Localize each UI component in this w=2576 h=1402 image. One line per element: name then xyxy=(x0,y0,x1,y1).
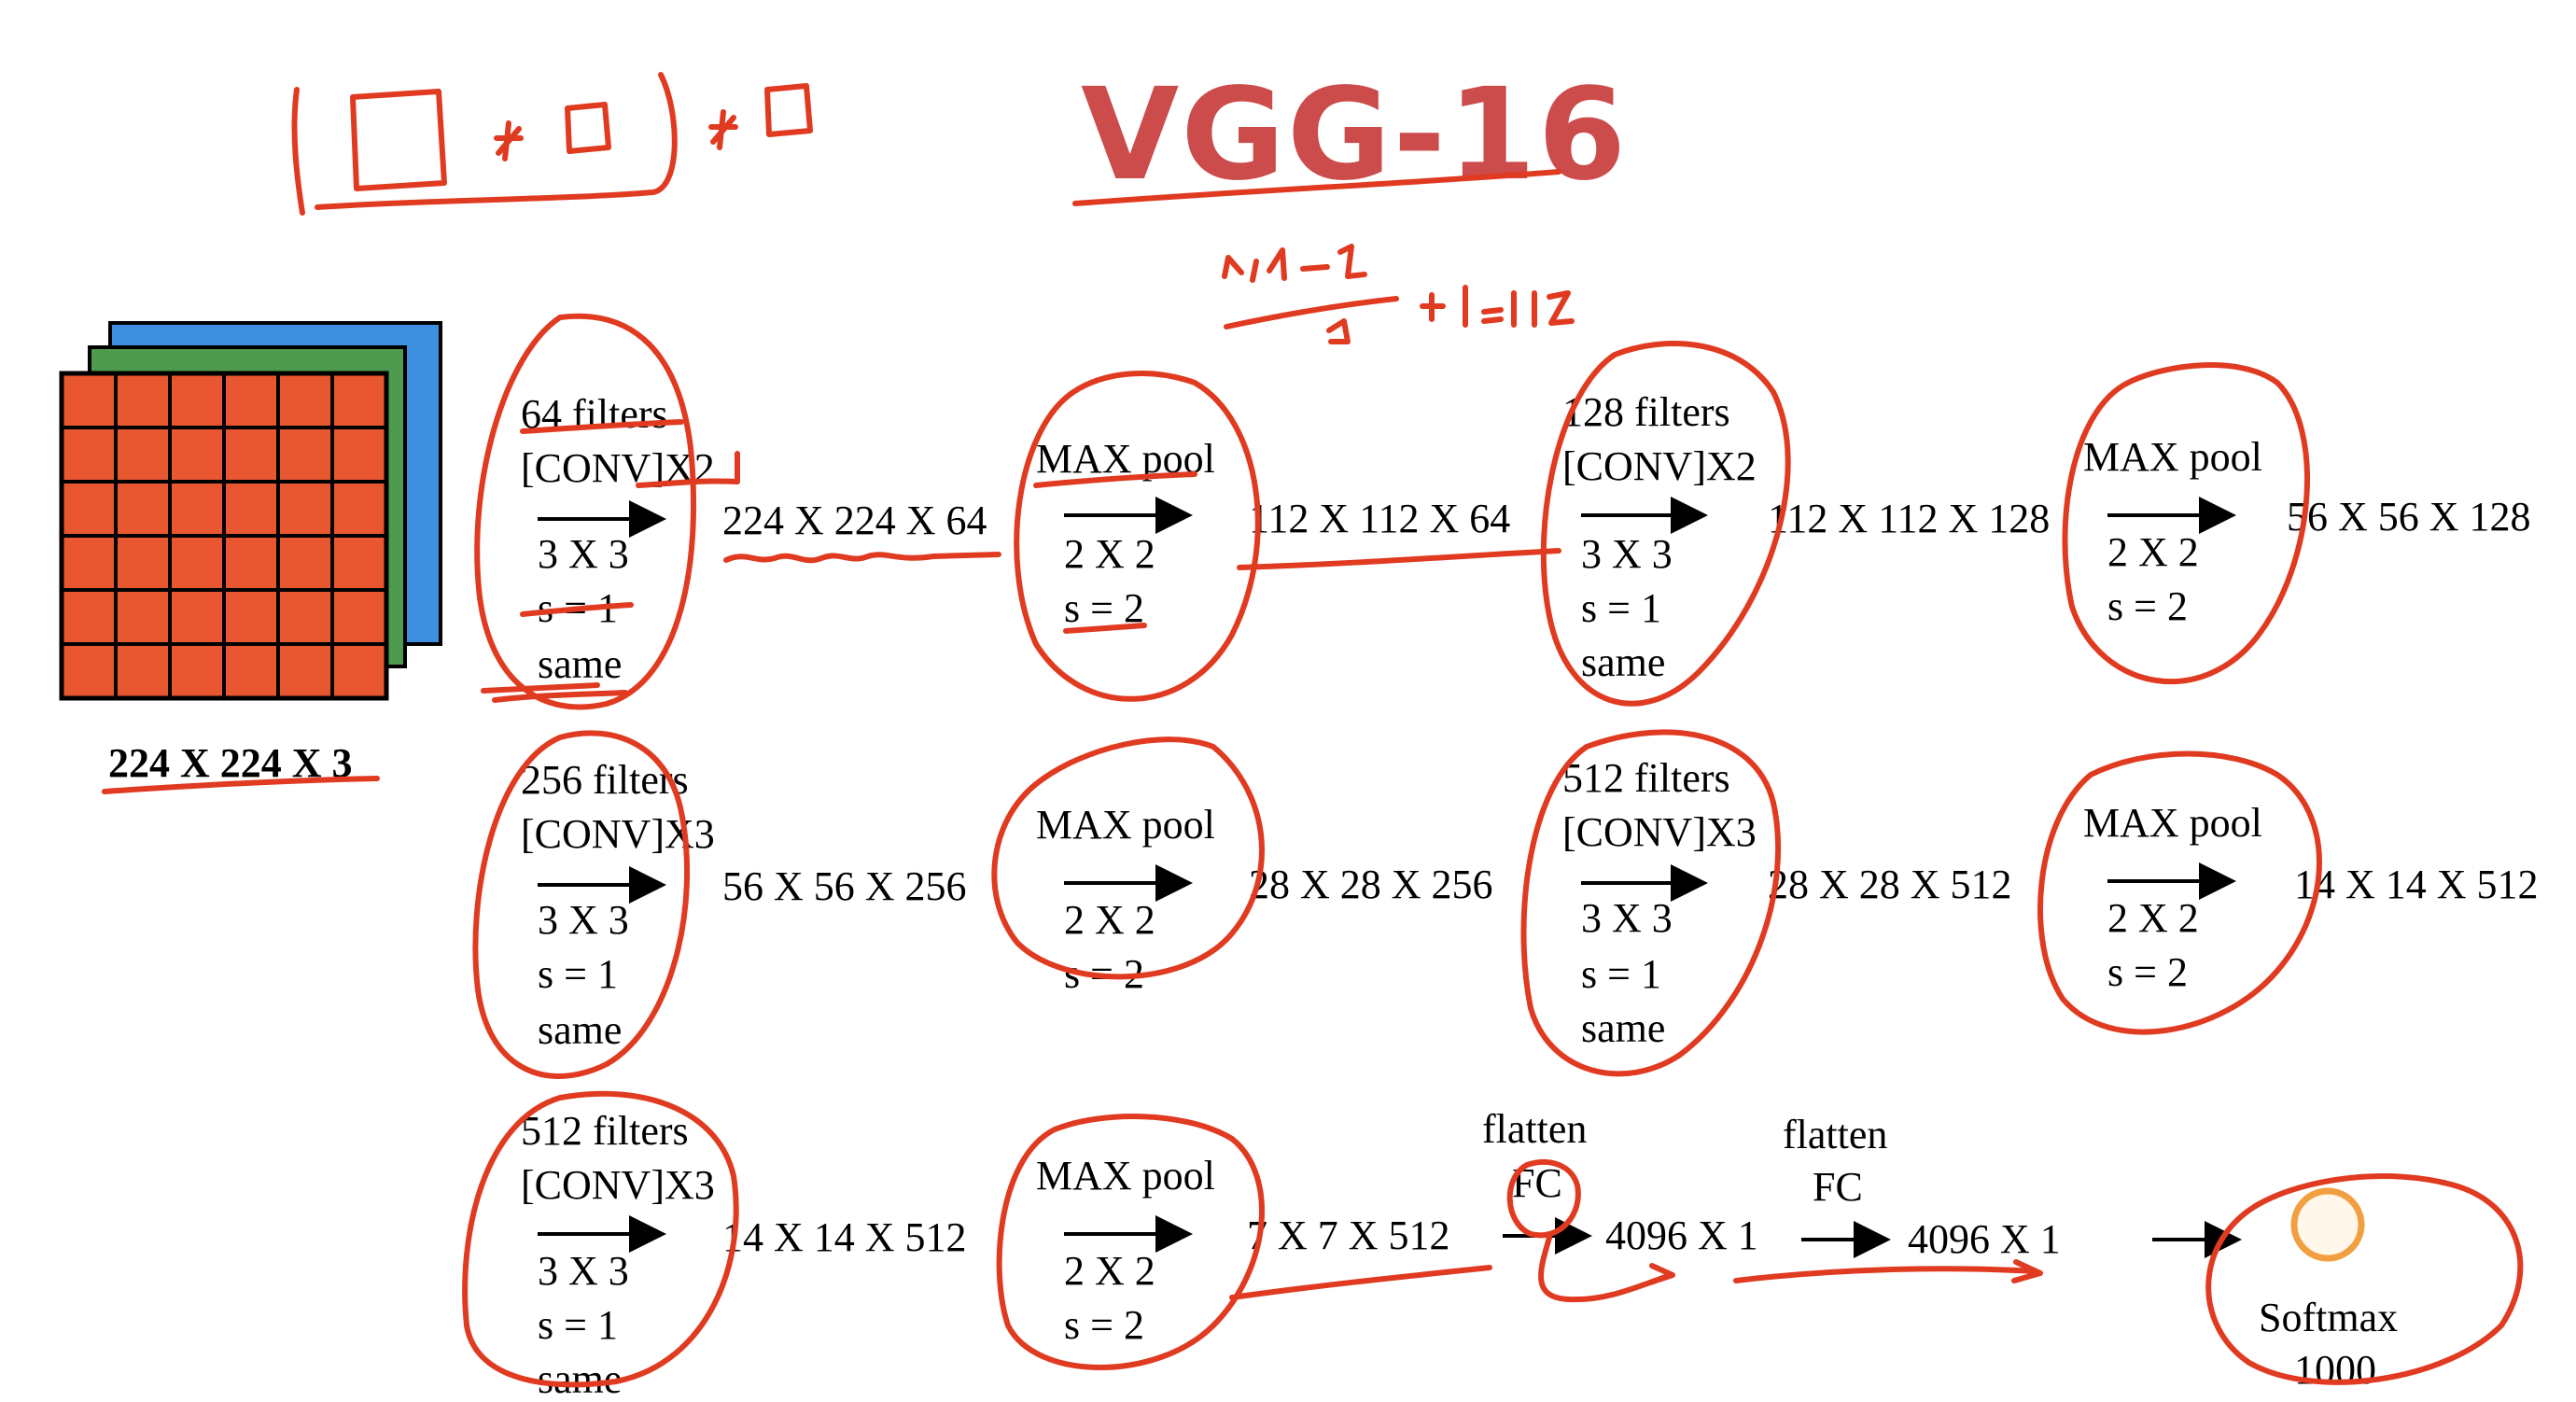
dim-224x224x64: 224 X 224 X 64 xyxy=(722,498,987,543)
pool5-op: MAX pool xyxy=(1036,1153,1215,1199)
conv4-kernel: 3 X 3 xyxy=(1581,895,1673,941)
input-grid-face xyxy=(59,371,389,701)
conv4-filters: 512 filters xyxy=(1562,755,1730,801)
input-size-label: 224 X 224 X 3 xyxy=(108,740,353,786)
pool4-kernel: 2 X 2 xyxy=(2107,895,2199,941)
dim-112x112x128: 112 X 112 X 128 xyxy=(1768,496,2051,541)
pool4-op: MAX pool xyxy=(2083,800,2262,846)
conv5-filters: 512 filters xyxy=(521,1108,689,1154)
fc2-label: FC xyxy=(1813,1164,1863,1210)
pool3-op: MAX pool xyxy=(1036,802,1215,848)
dim-56x56x256: 56 X 56 X 256 xyxy=(722,863,967,909)
pool5-kernel: 2 X 2 xyxy=(1064,1248,1155,1294)
conv1-stride: s = 1 xyxy=(538,585,618,631)
dim-4096x1-b: 4096 X 1 xyxy=(1908,1216,2061,1262)
conv2-op: [CONV]X2 xyxy=(1562,443,1757,489)
conv1-op: [CONV]X2 xyxy=(521,445,715,491)
dim-28x28x256: 28 X 28 X 256 xyxy=(1249,862,1493,907)
pool2-kernel: 2 X 2 xyxy=(2107,529,2199,575)
conv1-kernel: 3 X 3 xyxy=(538,531,629,577)
conv2-stride: s = 1 xyxy=(1581,585,1661,631)
fc1-label: FC xyxy=(1512,1160,1562,1206)
pool1-stride: s = 2 xyxy=(1064,585,1144,631)
softmax-node xyxy=(2290,1187,2365,1262)
page-title: VGG-16 xyxy=(1081,62,1629,209)
sketch-bracket xyxy=(291,87,305,216)
conv1-padding: same xyxy=(538,641,623,687)
pool2-stride: s = 2 xyxy=(2107,583,2188,629)
conv3-op: [CONV]X3 xyxy=(521,811,715,857)
conv3-stride: s = 1 xyxy=(538,951,618,997)
input-channel-green xyxy=(88,345,407,668)
fc1-flatten: flatten xyxy=(1482,1106,1588,1152)
softmax-count: 1000 xyxy=(2294,1347,2376,1393)
dim-14x14x512: 14 X 14 X 512 xyxy=(2294,862,2539,907)
pool2-circle xyxy=(2062,362,2310,685)
conv4-padding: same xyxy=(1581,1005,1666,1051)
pool1-kernel: 2 X 2 xyxy=(1064,531,1155,577)
conv5-stride: s = 1 xyxy=(538,1302,618,1348)
conv2-padding: same xyxy=(1581,639,1666,685)
pool4-stride: s = 2 xyxy=(2107,949,2188,995)
dim-14x14x512-b: 14 X 14 X 512 xyxy=(722,1214,967,1260)
conv2-kernel: 3 X 3 xyxy=(1581,531,1673,577)
conv4-op: [CONV]X3 xyxy=(1562,809,1757,855)
input-channel-red xyxy=(59,371,389,701)
conv1-filters: 64 filters xyxy=(521,391,668,437)
pool3-stride: s = 2 xyxy=(1064,951,1144,997)
pool5-stride: s = 2 xyxy=(1064,1302,1144,1348)
softmax-label: Softmax xyxy=(2259,1295,2399,1340)
sketch-box xyxy=(350,89,447,191)
conv2-filters: 128 filters xyxy=(1562,389,1730,435)
conv5-op: [CONV]X3 xyxy=(521,1162,715,1208)
dim-4096x1-a: 4096 X 1 xyxy=(1605,1213,1758,1258)
conv5-padding: same xyxy=(538,1356,623,1402)
dim-56x56x128: 56 X 56 X 128 xyxy=(2287,494,2531,540)
conv3-filters: 256 filters xyxy=(521,757,689,803)
fc2-flatten: flatten xyxy=(1783,1112,1888,1157)
conv4-stride: s = 1 xyxy=(1581,951,1661,997)
input-channel-blue xyxy=(108,321,442,646)
conv3-kernel: 3 X 3 xyxy=(538,897,629,943)
pool1-op: MAX pool xyxy=(1036,436,1215,482)
pool2-op: MAX pool xyxy=(2083,434,2262,480)
dim-7x7x512: 7 X 7 X 512 xyxy=(1247,1213,1450,1258)
dim-112x112x64: 112 X 112 X 64 xyxy=(1249,496,1511,541)
pool3-kernel: 2 X 2 xyxy=(1064,897,1155,943)
conv3-padding: same xyxy=(538,1007,623,1053)
dim-28x28x512: 28 X 28 X 512 xyxy=(1768,862,2012,907)
conv5-kernel: 3 X 3 xyxy=(538,1248,629,1294)
